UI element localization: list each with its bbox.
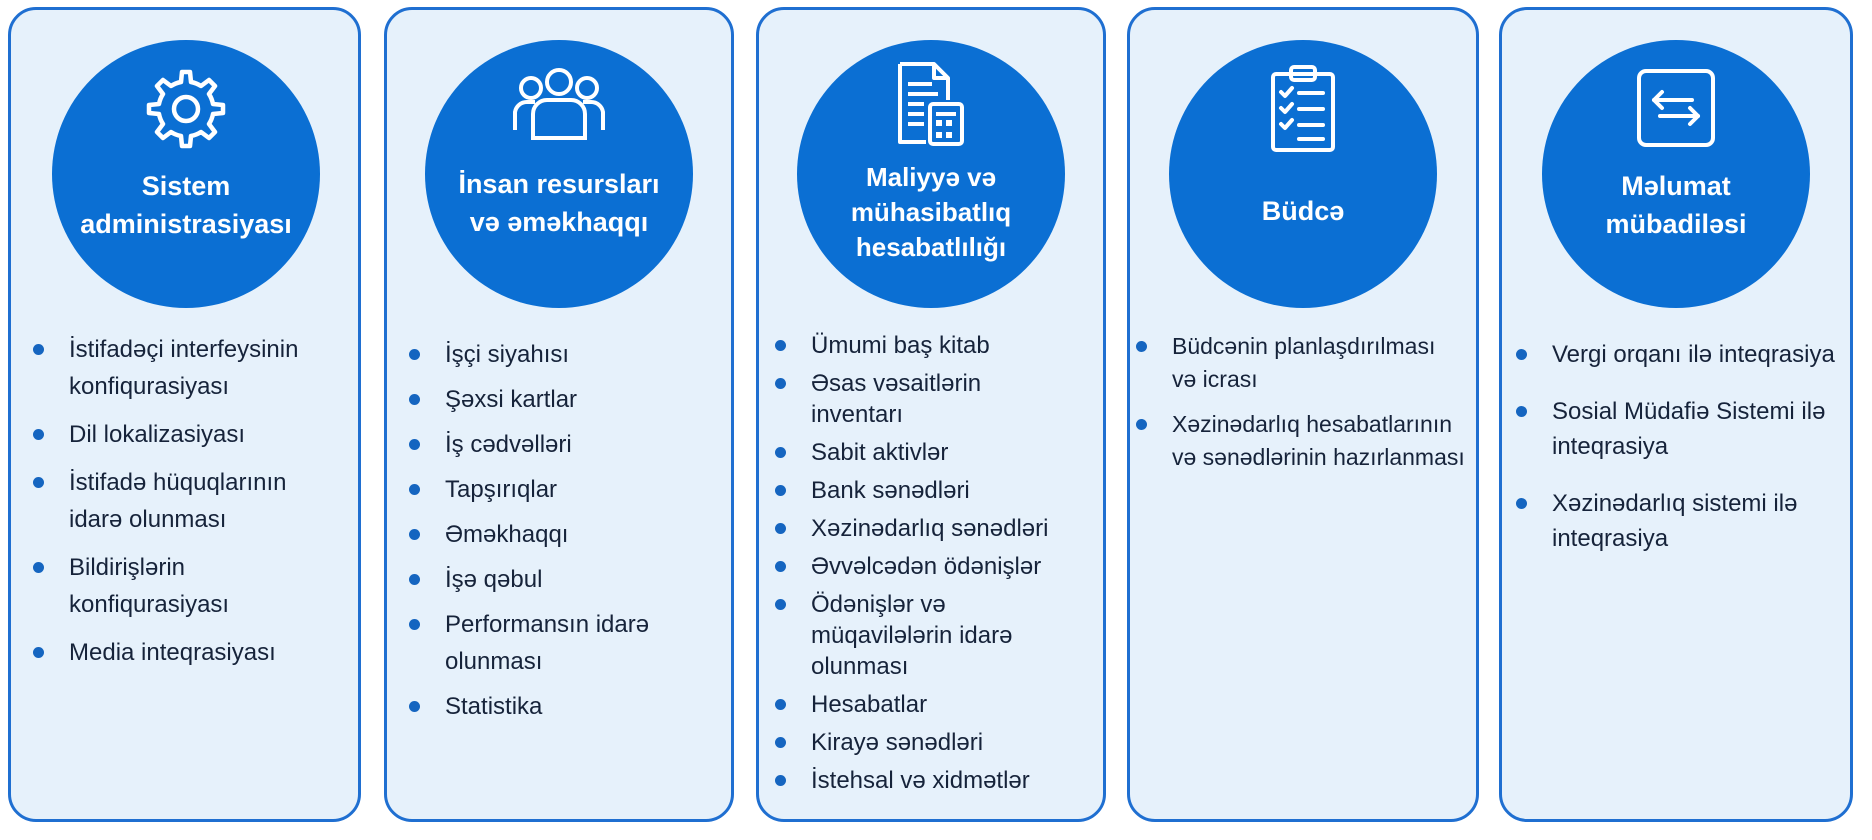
list-item: İstifadə hüquqlarının idarə olunması [33,464,349,538]
list-item: Xəzinədarlıq sənədləri [775,513,1096,544]
list-item: İşə qəbul [409,561,715,598]
list-item: Media inteqrasiyası [33,634,349,671]
list-item: Ümumi baş kitab [775,330,1096,361]
feature-list: İstifadəçi interfeysinin konfiqurasiyası… [33,331,349,682]
list-item: Vergi orqanı ilə inteqrasiya [1516,337,1847,372]
module-title: Sistem administrasiyası [80,171,292,239]
module-header-circle: Maliyyə və mühasibatlıq hesabatlılığı [797,40,1065,308]
module-title: Maliyyə və mühasibatlıq hesabatlılığı [850,162,1012,262]
list-item: Hesabatlar [775,689,1096,720]
list-item: Əsas vəsaitlərin inventarı [775,368,1096,430]
list-item: İstehsal və xidmətlər [775,765,1096,796]
feature-list: İşçi siyahısı Şəxsi kartlar İş cədvəllər… [409,336,715,733]
people-group-icon [513,68,605,140]
module-header-circle: Sistem administrasiyası [52,40,320,308]
list-item: Əvvəlcədən ödənişlər [775,551,1096,582]
list-item: Statistika [409,688,715,725]
module-card-finance-accounting: Maliyyə və mühasibatlıq hesabatlılığı Üm… [756,7,1106,822]
list-item: İş cədvəlləri [409,426,715,463]
data-exchange-arrows-icon [1637,69,1715,147]
module-header-circle: Məlumat mübadiləsi [1542,40,1810,308]
list-item: Bank sənədləri [775,475,1096,506]
list-item: Əməkhaqqı [409,516,715,553]
module-header-circle: İnsan resursları və əməkhaqqı [425,40,693,308]
list-item: Sabit aktivlər [775,437,1096,468]
list-item: Kirayə sənədləri [775,727,1096,758]
document-calculator-icon [898,62,964,146]
list-item: Sosial Müdafiə Sistemi ilə inteqrasiya [1516,394,1847,464]
feature-list: Ümumi baş kitab Əsas vəsaitlərin inventa… [775,330,1096,803]
list-item: Bildirişlərin konfiqurasiyası [33,549,349,623]
list-item: İstifadəçi interfeysinin konfiqurasiyası [33,331,349,405]
list-item: Performansın idarə olunması [409,606,715,680]
module-card-system-administration: Sistem administrasiyası İstifadəçi inter… [8,7,361,822]
module-card-human-resources: İnsan resursları və əməkhaqqı İşçi siyah… [384,7,734,822]
feature-list: Vergi orqanı ilə inteqrasiya Sosial Müda… [1516,337,1847,578]
list-item: Büdcənin planlaşdırılması və icrası [1136,330,1472,396]
gear-icon [146,69,226,149]
module-title: Məlumat mübadiləsi [1605,171,1747,239]
list-item: Dil lokalizasiyası [33,416,349,453]
clipboard-checklist-icon [1271,65,1335,152]
list-item: Tapşırıqlar [409,471,715,508]
list-item: Xəzinədarlıq hesabatlarının və sənədləri… [1136,408,1472,474]
list-item: Ödənişlər və müqavilələrin idarə olunmas… [775,589,1096,682]
module-card-data-exchange: Məlumat mübadiləsi Vergi orqanı ilə inte… [1499,7,1853,822]
list-item: Xəzinədarlıq sistemi ilə inteqrasiya [1516,486,1847,556]
list-item: İşçi siyahısı [409,336,715,373]
list-item: Şəxsi kartlar [409,381,715,418]
module-header-circle: Büdcə [1169,40,1437,308]
module-title: İnsan resursları və əməkhaqqı [458,169,660,237]
feature-list: Büdcənin planlaşdırılması və icrası Xəzi… [1136,330,1472,486]
module-title: Büdcə [1261,196,1345,226]
module-card-budget: Büdcə Büdcənin planlaşdırılması və icras… [1127,7,1479,822]
